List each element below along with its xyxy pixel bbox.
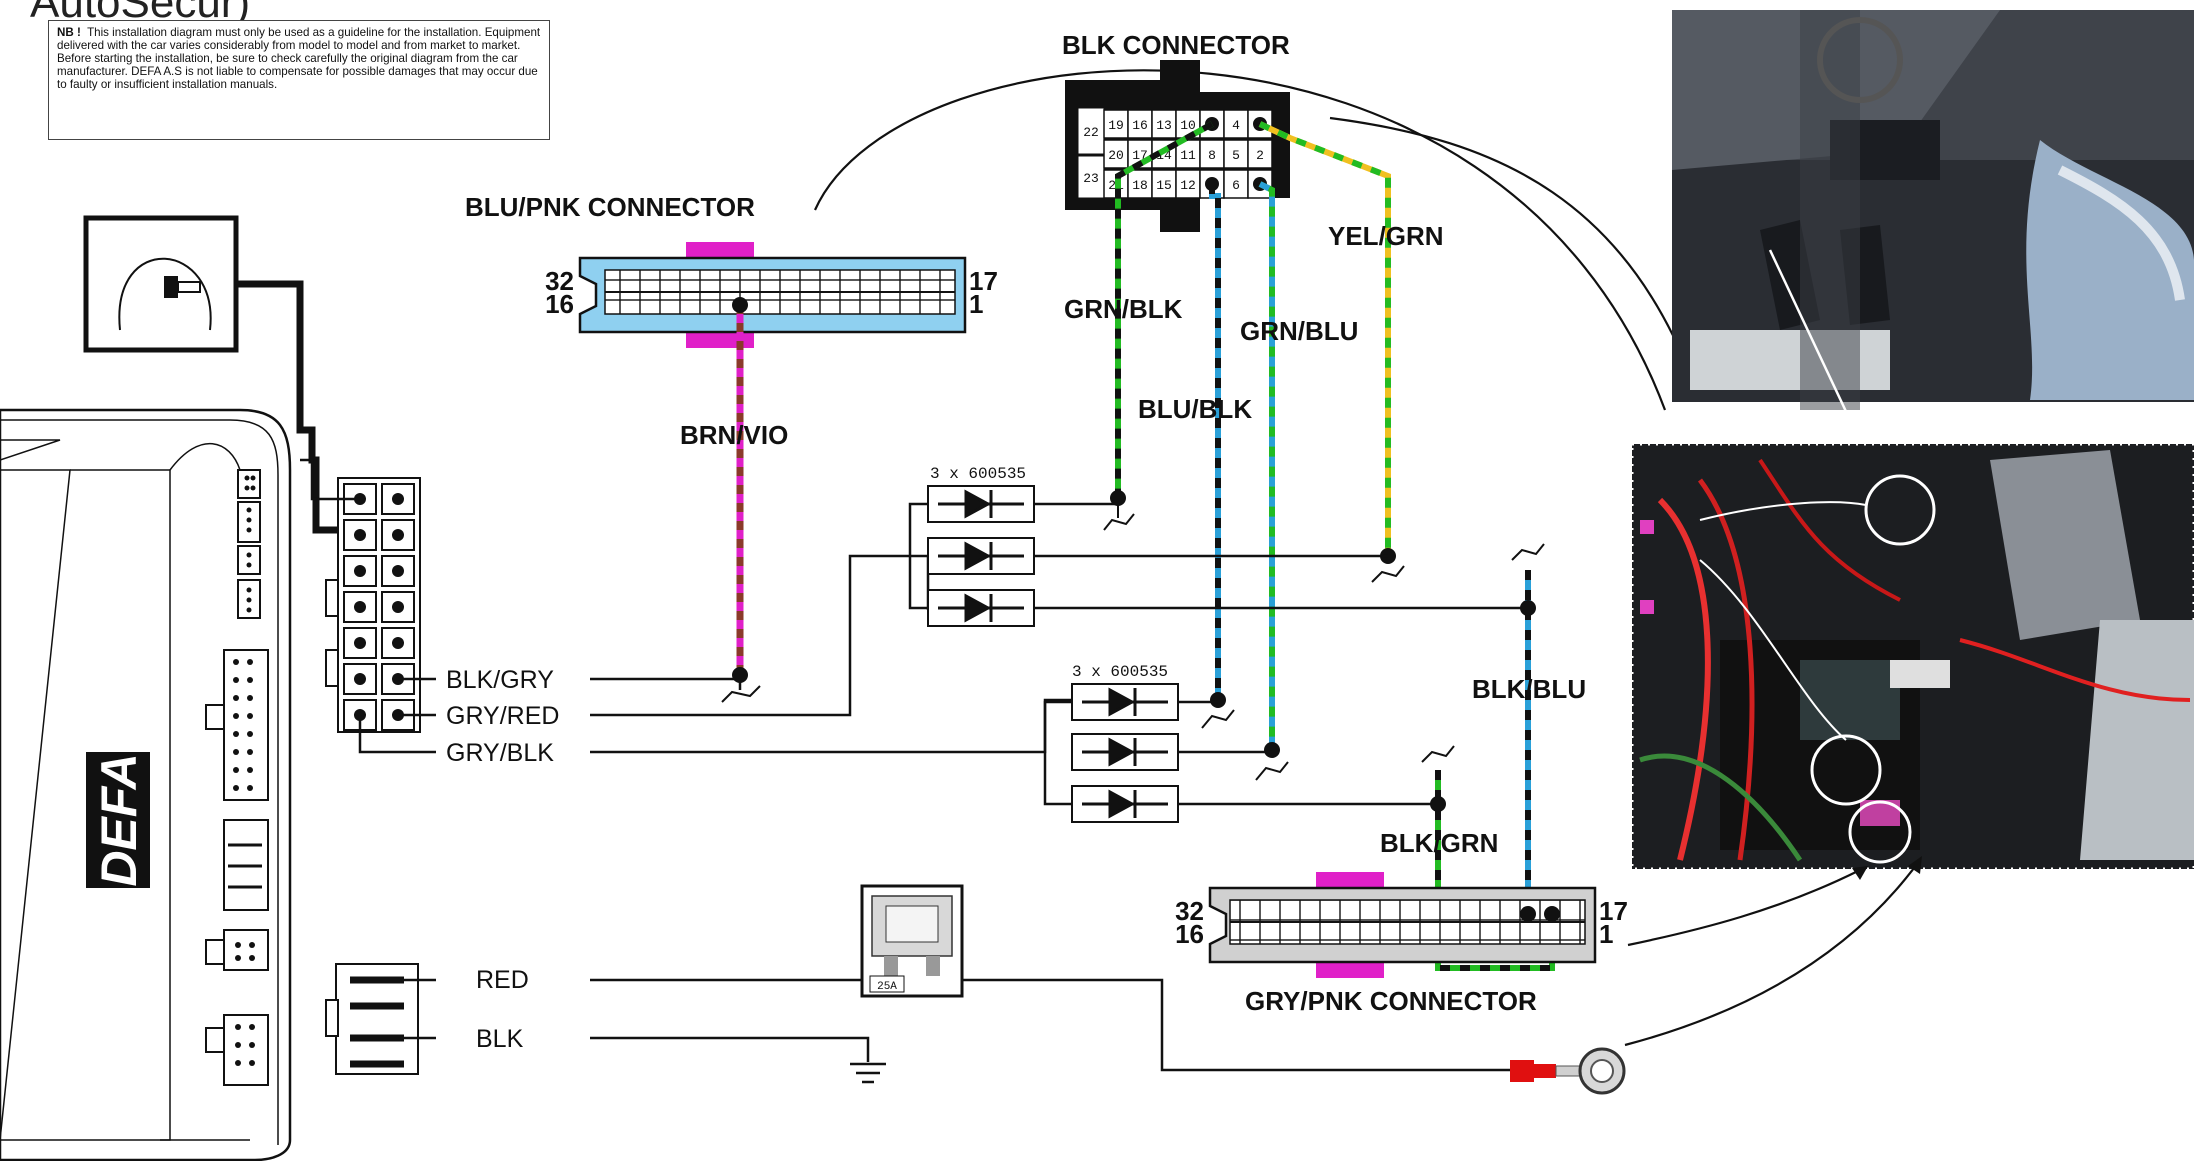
- blk-connector-title: BLK CONNECTOR: [1062, 30, 1290, 60]
- connection-curves: [813, 69, 1921, 1047]
- blk-pin-22: 22: [1083, 125, 1099, 140]
- blk-pin-15: 15: [1156, 178, 1172, 193]
- gry-pnk-pin-17: 17: [1599, 896, 1628, 926]
- blk-pin-19: 19: [1108, 118, 1124, 133]
- fuse-rating: 25A: [877, 981, 897, 993]
- fusebox-photo: [1630, 442, 2196, 871]
- car-footwell-photo: [1672, 10, 2194, 410]
- note-label: NB !: [57, 26, 81, 39]
- blk-pin-4: 4: [1232, 118, 1240, 133]
- fuse-25a: [860, 884, 964, 998]
- gry-pnk-pin-32: 32: [1175, 896, 1204, 926]
- ignition-switch-symbol: [83, 215, 239, 353]
- blu-pnk-pin-17: 17: [969, 266, 998, 296]
- wire-label-gry-red: GRY/RED: [446, 702, 559, 730]
- blu-pnk-pin-16: 16: [545, 289, 574, 319]
- ring-terminal: [1510, 1047, 1626, 1095]
- wire-label-blk-grn: BLK/GRN: [1380, 828, 1498, 858]
- blk-pin-2: 2: [1256, 148, 1264, 163]
- note-text: This installation diagram must only be u…: [57, 26, 541, 91]
- blk-pin-11: 11: [1180, 148, 1196, 163]
- wire-label-blk-gry: BLK/GRY: [446, 666, 554, 694]
- blu-pnk-connector: [578, 242, 967, 348]
- diode-group-2-label: 3 x 600535: [1072, 663, 1168, 681]
- blk-pin-10: 10: [1180, 118, 1196, 133]
- blk-pin-18: 18: [1132, 178, 1148, 193]
- wire-label-grn-blk: GRN/BLK: [1064, 294, 1183, 324]
- blk-pin-8: 8: [1208, 148, 1216, 163]
- blk-pin-12: 12: [1180, 178, 1196, 193]
- wire-label-blu-blk: BLU/BLK: [1138, 394, 1252, 424]
- blk-pin-23: 23: [1083, 171, 1099, 186]
- harness-plug-14pin: [325, 477, 421, 733]
- ground-symbol: [850, 1062, 886, 1084]
- defa-logo: DEFA: [91, 753, 147, 886]
- gry-pnk-pin-16: 16: [1175, 919, 1204, 949]
- blk-pin-6: 6: [1232, 178, 1240, 193]
- diode-group-1-label: 3 x 600535: [930, 465, 1026, 483]
- wire-label-brn-vio: BRN/VIO: [680, 420, 788, 450]
- defa-control-unit: DEFA: [0, 408, 292, 1161]
- blk-pin-5: 5: [1232, 148, 1240, 163]
- gry-pnk-pin-1: 1: [1599, 919, 1613, 949]
- gry-pnk-connector-title: GRY/PNK CONNECTOR: [1245, 986, 1537, 1016]
- blu-pnk-connector-title: BLU/PNK CONNECTOR: [465, 192, 755, 222]
- wire-label-grn-blu: GRN/BLU: [1240, 316, 1358, 346]
- wire-label-red: RED: [476, 966, 529, 994]
- wire-label-blk-blu: BLK/BLU: [1472, 674, 1586, 704]
- diode-group-1: [927, 485, 1035, 627]
- gry-pnk-connector: [1208, 872, 1597, 978]
- blk-pin-13: 13: [1156, 118, 1172, 133]
- blu-pnk-pin-32: 32: [545, 266, 574, 296]
- power-plug: [325, 963, 419, 1075]
- wire-label-blk: BLK: [476, 1025, 524, 1053]
- diode-group-2: [1071, 683, 1179, 823]
- blk-pin-20: 20: [1108, 148, 1124, 163]
- disclaimer-note: NB ! This installation diagram must only…: [48, 20, 550, 140]
- blk-pin-16: 16: [1132, 118, 1148, 133]
- wire-label-gry-blk: GRY/BLK: [446, 739, 554, 767]
- wire-label-yel-grn: YEL/GRN: [1328, 221, 1444, 251]
- blu-pnk-pin-1: 1: [969, 289, 983, 319]
